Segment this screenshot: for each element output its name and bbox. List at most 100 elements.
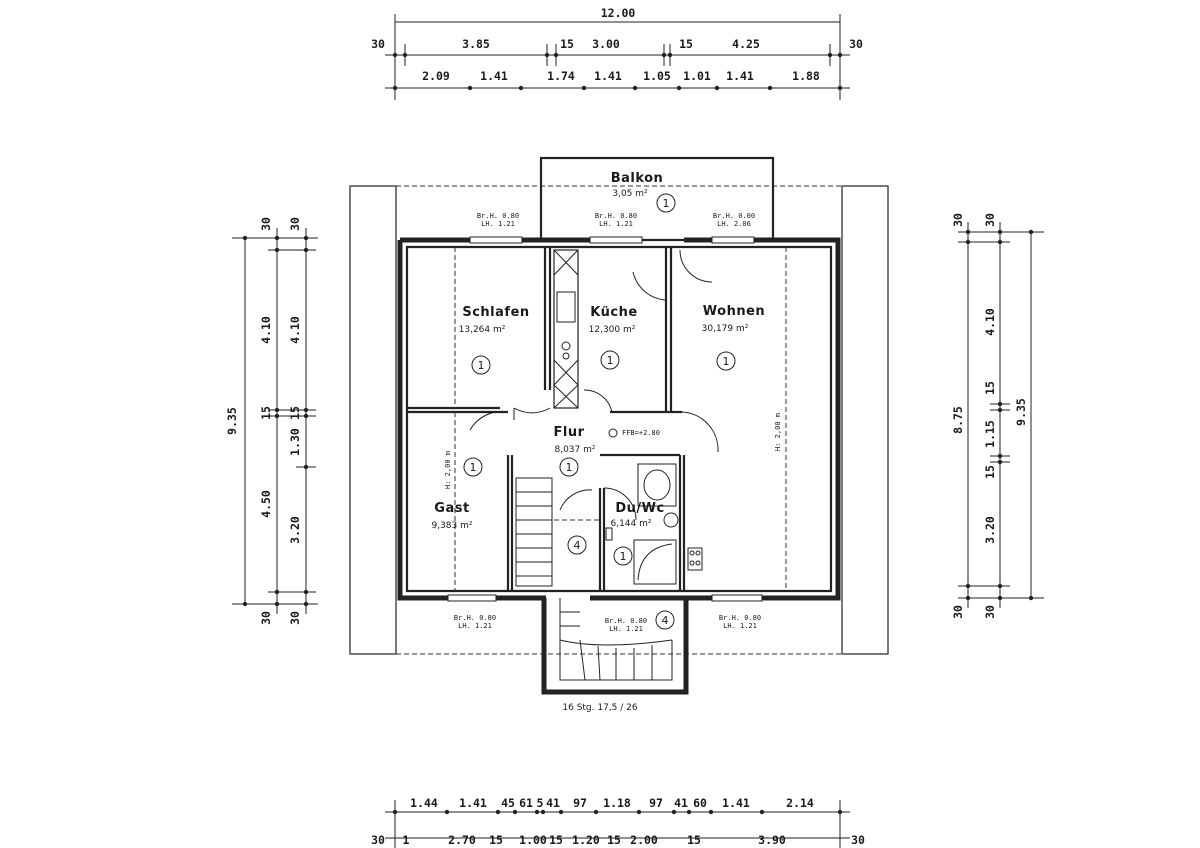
right-inner-dim: 15 [983, 381, 997, 395]
room-number-balkon: 1 [663, 197, 670, 210]
room-area-wohnen: 30,179 m² [702, 324, 749, 334]
top-total-dim: 12.00 [601, 6, 636, 20]
top-row1-dim: 3.85 [462, 37, 490, 51]
top-row2-dim: 1.41 [726, 69, 754, 83]
left-inner-dim: 30 [259, 611, 273, 625]
top-row2-dim: 1.05 [643, 69, 671, 83]
top-row2-dim: 1.01 [683, 69, 711, 83]
height-note-gast: H: 2,00 m [444, 451, 452, 489]
right-inner-dim: 1.15 [983, 420, 997, 448]
right-dimension-chains: 8.75 9.35 30 30 30 4.10 15 1.15 15 3.20 … [951, 213, 1044, 619]
room-name-schlafen: Schlafen [462, 305, 529, 320]
room-number-stair-bottom: 4 [662, 614, 669, 627]
right-outer-dim: 9.35 [1014, 398, 1028, 426]
stair-upper [515, 477, 553, 587]
window-label-lh: LH. 1.21 [481, 220, 515, 228]
room-name-balkon: Balkon [611, 171, 664, 186]
top-row1-dim: 15 [560, 37, 574, 51]
bottom-row1-dim: 41 [674, 796, 688, 810]
room-number-kueche: 1 [607, 354, 614, 367]
bottom-row2-dim: 3.90 [758, 833, 786, 847]
bottom-row2-dim: 1.20 [572, 833, 600, 847]
bottom-row2-dim: 30 [371, 833, 385, 847]
window-label-br: Br.H. 0.80 [605, 617, 647, 625]
height-note-wohnen: H: 2,00 m [774, 413, 782, 451]
bottom-row1-dim: 2.14 [786, 796, 814, 810]
top-row2-dim: 1.74 [547, 69, 575, 83]
bottom-row1-dim: 1.41 [459, 796, 487, 810]
room-number-flur: 1 [566, 461, 573, 474]
left-inner-dim: 15 [259, 406, 273, 420]
room-name-flur: Flur [553, 425, 584, 440]
room-area-balkon: 3,05 m² [612, 189, 648, 199]
room-area-schlafen: 13,264 m² [459, 325, 506, 335]
bottom-row2-dim: 15 [687, 833, 701, 847]
window-label-lh: LH. 1.21 [599, 220, 633, 228]
right-inner-dim: 30 [951, 605, 965, 619]
top-row2-dim: 2.09 [422, 69, 450, 83]
room-area-kueche: 12,300 m² [589, 325, 636, 335]
right-inner-dim: 3.20 [983, 516, 997, 544]
right-inner-dim: 30 [983, 605, 997, 619]
room-number-stair-mid: 4 [574, 539, 581, 552]
bottom-row2-dim: 1.00 [519, 833, 547, 847]
left-outer-dim: 30 [288, 217, 302, 231]
window-label-lh: LH. 1.21 [609, 625, 643, 633]
window-label-br: Br.H. 0.80 [454, 614, 496, 622]
bottom-dimension-chains: 1.44 1.41 45 61 5 41 97 1.18 97 41 60 1.… [371, 796, 865, 848]
right-inner-dim: 30 [983, 213, 997, 227]
top-row1-dim: 3.00 [592, 37, 620, 51]
left-inner-dim: 4.50 [259, 490, 273, 518]
bottom-row2-dim: 15 [489, 833, 503, 847]
room-area-gast: 9,383 m² [431, 521, 472, 531]
bottom-row1-dim: 41 [546, 796, 560, 810]
bottom-row1-dim: 1.18 [603, 796, 631, 810]
left-outer-dim: 4.10 [288, 316, 302, 344]
room-number-wohnen: 1 [723, 355, 730, 368]
window-label-br: Br.H. 0.00 [713, 212, 755, 220]
bottom-row1-dim: 45 [501, 796, 515, 810]
top-dimension-chains: 12.00 30 3.85 15 3.00 15 4.25 30 2.09 [371, 6, 863, 100]
bottom-row2-dim: 1 [403, 833, 410, 847]
window-label-br: Br.H. 0.80 [477, 212, 519, 220]
bottom-row2-dim: 2.70 [448, 833, 476, 847]
right-inner-dim: 30 [951, 213, 965, 227]
stair-lower [559, 598, 673, 681]
top-row1-dim: 30 [371, 37, 385, 51]
bottom-row2-dim: 2.00 [630, 833, 658, 847]
window-label-br: Br.H. 0.80 [719, 614, 761, 622]
left-outer-dim: 1.30 [288, 428, 302, 456]
top-row1-dim: 30 [849, 37, 863, 51]
bottom-row1-dim: 1.41 [722, 796, 750, 810]
stairs-note: 16 Stg. 17,5 / 26 [562, 703, 638, 713]
room-number-duwc: 1 [620, 550, 627, 563]
top-row2-dim: 1.41 [480, 69, 508, 83]
right-mid-dim: 8.75 [951, 406, 965, 434]
room-name-gast: Gast [434, 501, 469, 516]
top-row1-dim: 4.25 [732, 37, 760, 51]
room-area-duwc: 6,144 m² [610, 519, 651, 529]
left-dimension-chains: 9.35 30 4.10 15 4.50 30 30 4.10 15 1.30 … [225, 217, 318, 625]
window-label-lh: LH. 2.06 [717, 220, 751, 228]
left-outer-dim: 15 [288, 406, 302, 420]
room-number-gast: 1 [470, 461, 477, 474]
floor-level-note: FFB=+2.80 [622, 429, 660, 437]
window-label-br: Br.H. 0.80 [595, 212, 637, 220]
room-name-duwc: Du/Wc [615, 501, 664, 516]
bottom-row2-dim: 15 [607, 833, 621, 847]
balcony-outline [539, 156, 775, 242]
left-outer-dim: 3.20 [288, 516, 302, 544]
room-name-wohnen: Wohnen [703, 304, 765, 319]
left-inner-dim: 4.10 [259, 316, 273, 344]
bottom-row1-dim: 61 [519, 796, 533, 810]
top-row1-dim: 15 [679, 37, 693, 51]
top-row2-dim: 1.88 [792, 69, 820, 83]
kitchen-counter [553, 249, 579, 409]
roof-panel-right [841, 185, 889, 655]
left-outer-dim: 30 [288, 611, 302, 625]
left-total-dim: 9.35 [225, 407, 239, 435]
left-inner-dim: 30 [259, 217, 273, 231]
room-number-schlafen: 1 [478, 359, 485, 372]
bottom-row1-dim: 97 [649, 796, 663, 810]
